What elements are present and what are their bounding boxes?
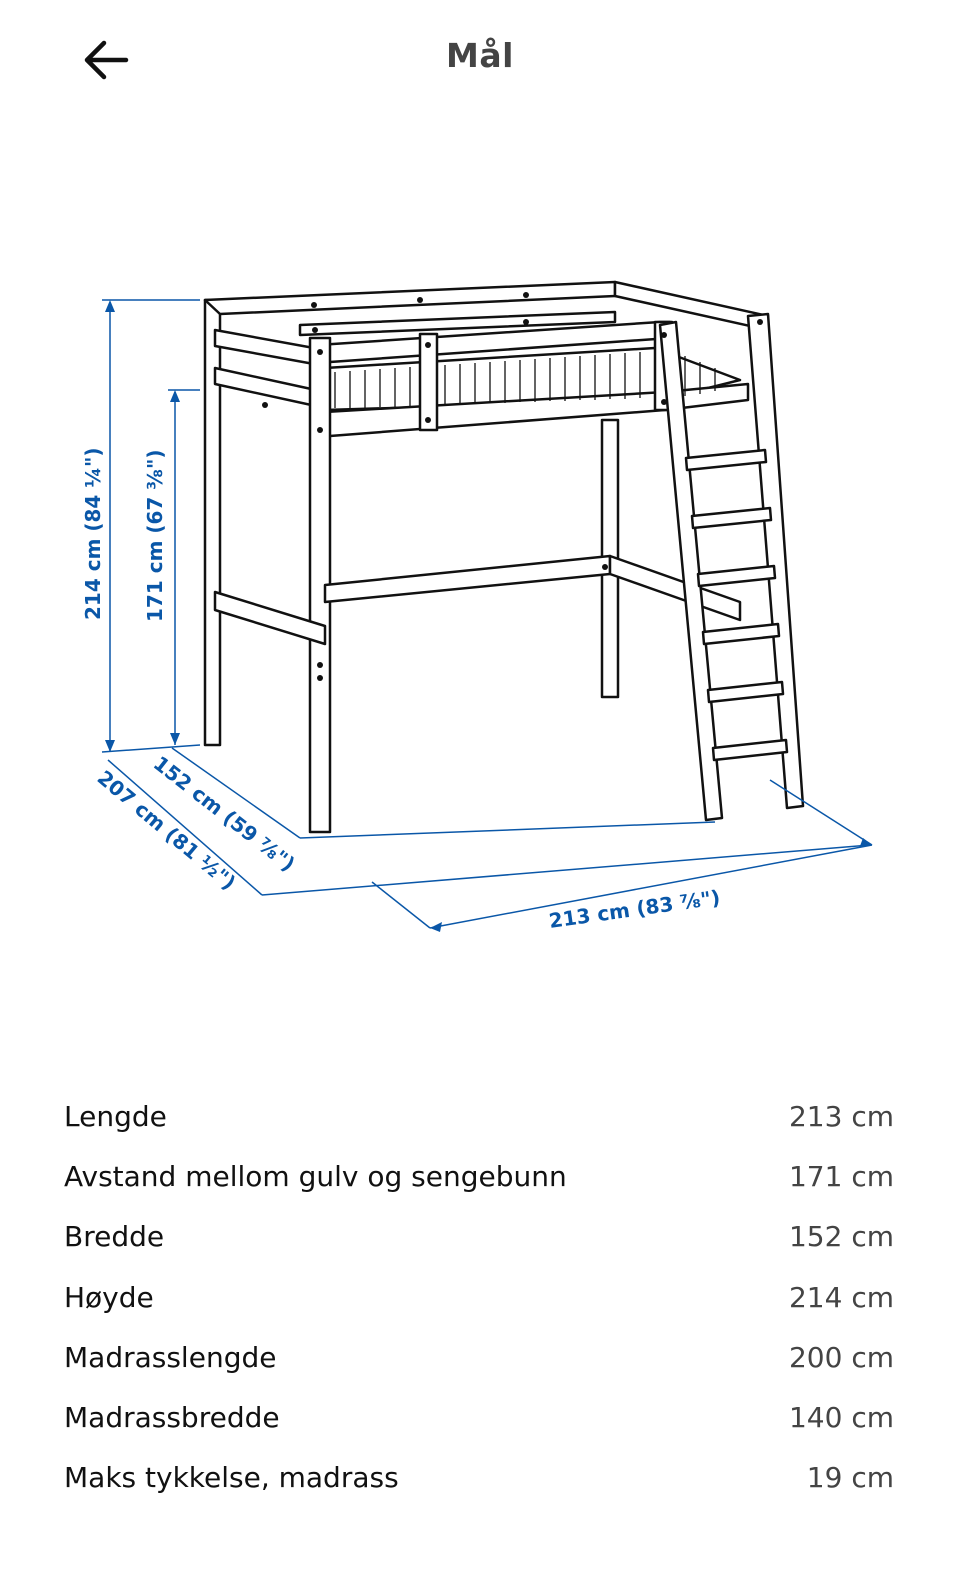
lower-back-rail xyxy=(323,554,612,604)
spec-value: 214 cm xyxy=(788,1280,894,1314)
front-middle-post xyxy=(418,332,439,432)
left-rail-2 xyxy=(213,366,327,410)
ladder-left-rail xyxy=(658,320,724,822)
ladder-step-4 xyxy=(701,622,781,646)
back-guardrail-top xyxy=(203,280,617,316)
ladder-step-1 xyxy=(684,448,768,472)
spec-row-maks-tykkelse: Maks tykkelse, madrass 19 cm xyxy=(64,1448,894,1508)
bed-height-label: 171 cm (67 ⅜") xyxy=(143,449,167,622)
back-button[interactable] xyxy=(70,28,142,92)
spec-label: Bredde xyxy=(64,1220,165,1254)
width-label: 152 cm (59 ⅞") xyxy=(149,751,300,876)
spec-value: 140 cm xyxy=(788,1401,894,1435)
header-bar: Mål xyxy=(0,0,960,120)
spec-value: 171 cm xyxy=(788,1159,894,1193)
ladder-right-rail xyxy=(746,312,805,810)
spec-label: Maks tykkelse, madrass xyxy=(64,1461,399,1495)
spec-row-madrasslengde: Madrasslengde 200 cm xyxy=(64,1327,894,1387)
spec-label: Madrasslengde xyxy=(64,1340,277,1374)
spec-value: 200 cm xyxy=(788,1340,894,1374)
back-left-post xyxy=(203,298,222,747)
spec-row-avstand: Avstand mellom gulv og sengebunn 171 cm xyxy=(64,1146,894,1206)
spec-label: Lengde xyxy=(64,1099,167,1133)
spec-label: Avstand mellom gulv og sengebunn xyxy=(64,1159,567,1193)
ladder-step-2 xyxy=(690,506,773,530)
arrow-left-icon xyxy=(84,40,129,80)
specifications-list: Lengde 213 cm Avstand mellom gulv og sen… xyxy=(64,1086,894,1508)
ladder-step-3 xyxy=(696,564,777,588)
bed-slats xyxy=(334,352,716,408)
dimension-lines xyxy=(101,299,873,929)
spec-row-lengde: Lengde 213 cm xyxy=(64,1086,894,1146)
dimension-arrowheads xyxy=(105,300,872,932)
lower-left-rail xyxy=(213,590,327,646)
spec-row-madrassbredde: Madrassbredde 140 cm xyxy=(64,1387,894,1447)
screw-dots xyxy=(262,292,763,681)
spec-row-hoyde: Høyde 214 cm xyxy=(64,1267,894,1327)
height-label: 214 cm (84 ¼") xyxy=(81,447,105,620)
inner-back-rail xyxy=(298,310,617,337)
front-left-post xyxy=(308,336,332,834)
spec-value: 152 cm xyxy=(788,1220,894,1254)
loft-bed-illustration: 214 cm (84 ¼") 171 cm (67 ⅜") 152 cm (59… xyxy=(81,280,873,933)
ladder-step-5 xyxy=(706,680,785,704)
dimension-diagram: 214 cm (84 ¼") 171 cm (67 ⅜") 152 cm (59… xyxy=(0,260,960,960)
ladder-step-6 xyxy=(711,738,789,762)
spec-value: 19 cm xyxy=(806,1461,894,1495)
spec-label: Madrassbredde xyxy=(64,1401,280,1435)
page-title: Mål xyxy=(446,36,514,75)
lower-right-rail xyxy=(608,554,742,622)
length-label: 213 cm (83 ⅞") xyxy=(547,885,721,933)
depth-label: 207 cm (81 ½") xyxy=(93,765,241,894)
spec-value: 213 cm xyxy=(788,1099,894,1133)
spec-row-bredde: Bredde 152 cm xyxy=(64,1207,894,1267)
spec-label: Høyde xyxy=(64,1280,154,1314)
